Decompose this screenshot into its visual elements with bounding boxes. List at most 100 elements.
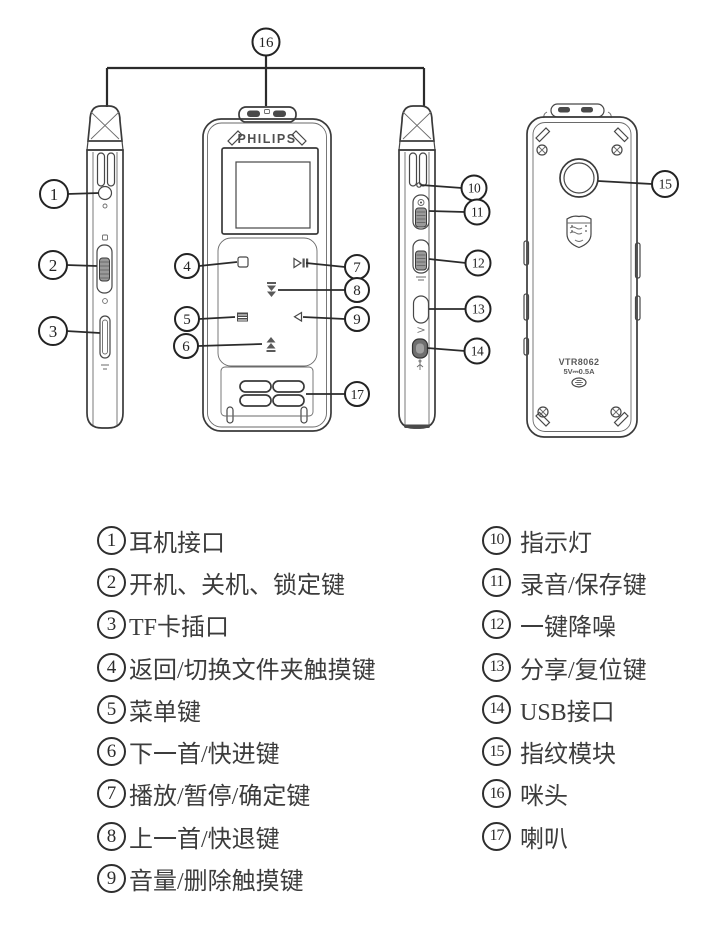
legend-item-4: 4 返回/切换文件夹触摸键	[97, 646, 376, 688]
corner-slot	[613, 127, 629, 143]
legend-label: 返回/切换文件夹触摸键	[129, 657, 376, 684]
legend-label: 耳机接口	[129, 530, 225, 557]
lock-icon	[102, 234, 108, 241]
legend-number: 3	[97, 610, 126, 640]
legend-label: 下一首/快进键	[129, 742, 280, 769]
legend-item-8: 8 上一首/快退键	[97, 815, 376, 857]
legend-number: 1	[97, 525, 126, 555]
mic-bar	[238, 106, 297, 123]
legend-number: 15	[482, 737, 511, 767]
legend-number: 13	[482, 652, 511, 682]
legend-number: 4	[97, 652, 126, 682]
legend-number: 10	[482, 525, 511, 555]
side-body	[86, 149, 124, 429]
front-body	[202, 118, 332, 432]
legend-number: 9	[97, 864, 126, 894]
philips-shield-logo	[566, 215, 592, 249]
side-button-bump	[634, 295, 641, 321]
svg-text:3: 3	[49, 322, 58, 341]
legend-number: 7	[97, 779, 126, 809]
legend-label: 音量/删除触摸键	[129, 869, 304, 896]
grip-slot	[408, 152, 418, 187]
legend-item-7: 7 播放/暂停/确定键	[97, 773, 376, 815]
screw	[536, 144, 548, 156]
corner-slot	[535, 127, 551, 143]
screw	[537, 406, 549, 418]
corner-slot	[227, 130, 243, 146]
philips-logo: PHILIPS	[237, 132, 296, 146]
legend-item-9: 9 音量/删除触摸键	[97, 857, 376, 899]
legend-item-12: 12 一键降噪	[482, 604, 647, 646]
power-slider	[96, 244, 113, 294]
callout-7: 7	[305, 254, 370, 280]
callout-17: 17	[306, 381, 370, 407]
svg-text:2: 2	[49, 256, 58, 275]
svg-text:13: 13	[472, 302, 485, 317]
callout-16: 16	[105, 27, 426, 107]
svg-text:11: 11	[471, 205, 483, 220]
mic-slot	[247, 110, 260, 117]
legend-label: 播放/暂停/确定键	[129, 784, 311, 811]
front-view: PHILIPS	[202, 106, 332, 432]
legend-number: 8	[97, 821, 126, 851]
callout-5: 5	[174, 306, 236, 332]
right-side-view	[398, 105, 436, 429]
callout-12: 12	[428, 249, 492, 277]
svg-text:9: 9	[353, 312, 361, 328]
fingerprint-module	[559, 158, 599, 198]
svg-text:5: 5	[183, 312, 191, 328]
svg-text:15: 15	[659, 178, 673, 193]
share-reset-button	[412, 295, 430, 333]
certification-mark	[571, 377, 587, 388]
legend-label: 咪头	[520, 784, 568, 811]
side-button-bump	[523, 337, 530, 356]
menu-icon	[237, 312, 248, 322]
svg-text:12: 12	[472, 256, 485, 271]
top-bumper	[399, 105, 435, 142]
next-track-icon	[266, 337, 276, 352]
svg-text:1: 1	[50, 185, 59, 204]
svg-text:8: 8	[353, 283, 361, 299]
svg-text:4: 4	[183, 259, 191, 275]
legend-item-14: 14 USB接口	[482, 688, 647, 730]
legend-label: TF卡插口	[129, 615, 230, 642]
legend-item-2: 2 开机、关机、锁定键	[97, 561, 376, 603]
legend-label: USB接口	[520, 699, 615, 726]
callout-4: 4	[174, 253, 238, 279]
screw	[611, 144, 623, 156]
screw	[610, 406, 622, 418]
speaker-grille	[239, 380, 305, 407]
legend-number: 5	[97, 694, 126, 724]
grip-slot	[96, 152, 106, 187]
corner-slot	[291, 130, 307, 146]
legend-number: 12	[482, 610, 511, 640]
legend-number: 14	[482, 694, 511, 724]
side-button-bump	[523, 240, 530, 266]
svg-text:17: 17	[351, 388, 365, 403]
legend-number: 16	[482, 779, 511, 809]
legend-item-15: 15 指纹模块	[482, 730, 647, 772]
touch-panel	[217, 237, 318, 367]
legend-number: 6	[97, 737, 126, 767]
mic-slot	[273, 110, 286, 117]
corner-slot	[300, 406, 308, 424]
usb-icon	[416, 359, 424, 370]
legend-label: 指示灯	[520, 530, 592, 557]
callout-10: 10	[420, 174, 488, 202]
legend-item-17: 17 喇叭	[482, 815, 647, 857]
callout-6: 6	[173, 333, 263, 359]
earphone-jack	[97, 185, 113, 201]
legend-label: 指纹模块	[520, 742, 616, 769]
power-rating-label: 5V⎓0.5A	[563, 367, 595, 376]
legend-number: 17	[482, 821, 511, 851]
top-bumper	[87, 105, 123, 142]
legend-number: 11	[482, 567, 511, 597]
record-slider	[412, 194, 430, 230]
legend-label: 上一首/快退键	[129, 826, 280, 853]
legend-number: 2	[97, 567, 126, 597]
svg-text:14: 14	[471, 344, 484, 359]
legend-item-11: 11 录音/保存键	[482, 561, 647, 603]
side-button-bump	[523, 293, 530, 321]
screen	[235, 161, 311, 229]
callout-14: 14	[426, 337, 491, 365]
